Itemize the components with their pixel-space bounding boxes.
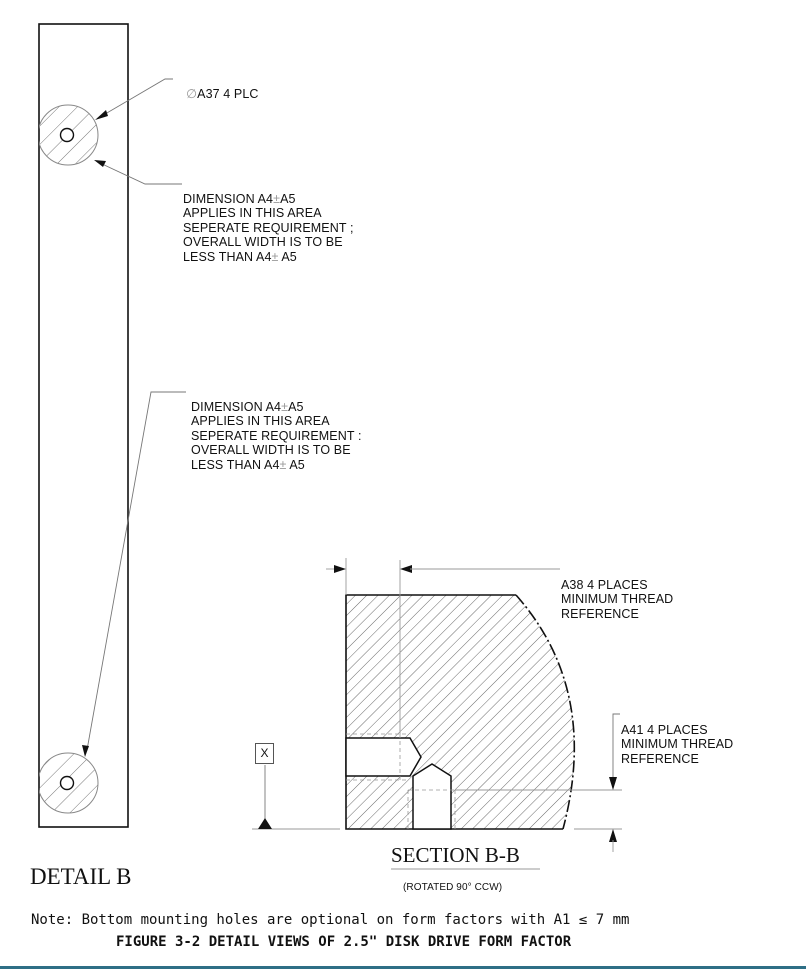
leader-a37: [99, 78, 173, 118]
section-break-edge: [515, 594, 576, 830]
drive-side-outline: [38, 23, 129, 828]
section-bb-view: [252, 558, 622, 870]
vertical-thread-hole: [412, 763, 452, 830]
arrowhead-a41-top: [609, 777, 617, 790]
datum-triangle: [258, 818, 272, 829]
leader-top-area: [99, 162, 182, 185]
detail-b-title: DETAIL B: [30, 864, 132, 889]
horizontal-thread-hole: [345, 737, 422, 777]
section-bb-subtitle: (ROTATED 90° CCW): [403, 882, 503, 893]
section-body: [346, 595, 575, 829]
figure-caption: FIGURE 3-2 DETAIL VIEWS OF 2.5" DISK DRI…: [116, 934, 572, 950]
arrowhead-a38-left: [334, 565, 346, 573]
note-text: Note: Bottom mounting holes are optional…: [31, 912, 630, 928]
detail-b-view: [38, 23, 186, 828]
arrowhead-a38-right: [400, 565, 412, 573]
leader-bottom-area: [86, 391, 186, 751]
arrowhead-bottom-area: [82, 745, 89, 757]
diameter-symbol: ∅: [186, 86, 198, 101]
arrowhead-a41-bottom: [609, 829, 617, 842]
section-bb-title: SECTION B-B: [391, 843, 520, 867]
arrowhead-top-area: [94, 160, 106, 167]
datum-x-box: X: [255, 743, 274, 764]
callout-a37: ∅A37 4 PLC: [186, 86, 259, 101]
bottom-hole: [59, 775, 75, 791]
bottom-bar: [0, 966, 806, 969]
arrowhead-a37: [95, 110, 108, 120]
top-hole: [59, 127, 75, 143]
